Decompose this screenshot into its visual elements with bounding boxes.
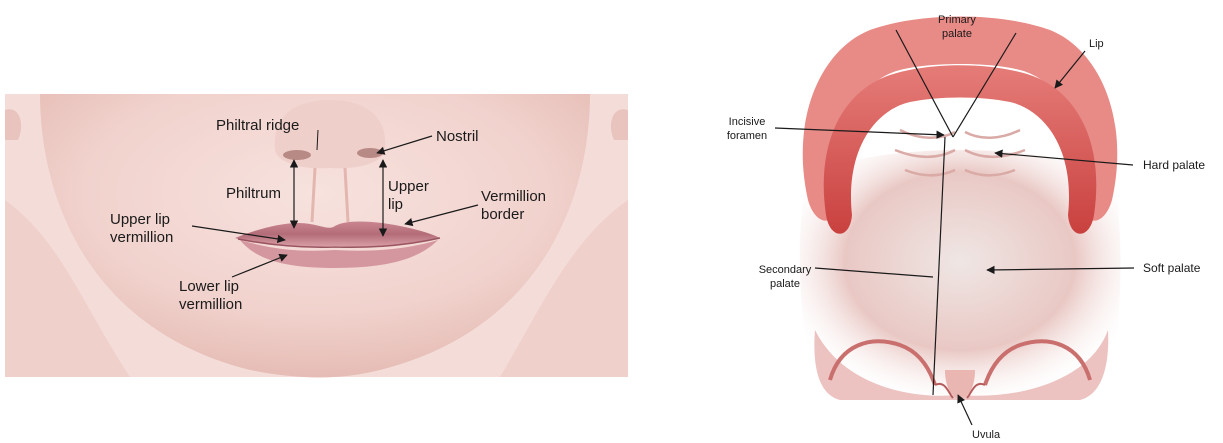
label-vermillion-border-line2: border xyxy=(481,206,524,223)
label-uvula: Uvula xyxy=(972,429,1001,441)
label-secondary-palate-line1: Secondary xyxy=(759,264,812,276)
left-nostril xyxy=(283,150,311,160)
label-primary-palate-line1: Primary xyxy=(938,14,976,26)
label-upper-lip-line1: Upper xyxy=(388,178,429,195)
label-lower-lip-vermillion-line1: Lower lip xyxy=(179,278,239,295)
label-vermillion-border-line1: Vermillion xyxy=(481,188,546,205)
face-illustration xyxy=(5,94,628,378)
label-upper-lip-vermillion-line1: Upper lip xyxy=(110,211,170,228)
label-incisive-foramen-line2: foramen xyxy=(727,130,767,142)
label-philtral-ridge: Philtral ridge xyxy=(216,117,299,134)
label-philtrum: Philtrum xyxy=(226,185,281,202)
label-nostril: Nostril xyxy=(436,128,479,145)
label-soft-palate: Soft palate xyxy=(1143,261,1201,275)
label-primary-palate-line2: palate xyxy=(942,28,972,40)
label-hard-palate: Hard palate xyxy=(1143,158,1205,172)
right-nostril xyxy=(357,148,383,158)
label-lower-lip-vermillion-line2: vermillion xyxy=(179,296,242,313)
label-upper-lip-line2: lip xyxy=(388,196,403,213)
label-secondary-palate-line2: palate xyxy=(770,278,800,290)
label-upper-lip-vermillion-line2: vermillion xyxy=(110,229,173,246)
label-lip: Lip xyxy=(1089,38,1104,50)
label-incisive-foramen-line1: Incisive xyxy=(729,116,766,128)
palate-illustration xyxy=(800,17,1121,401)
